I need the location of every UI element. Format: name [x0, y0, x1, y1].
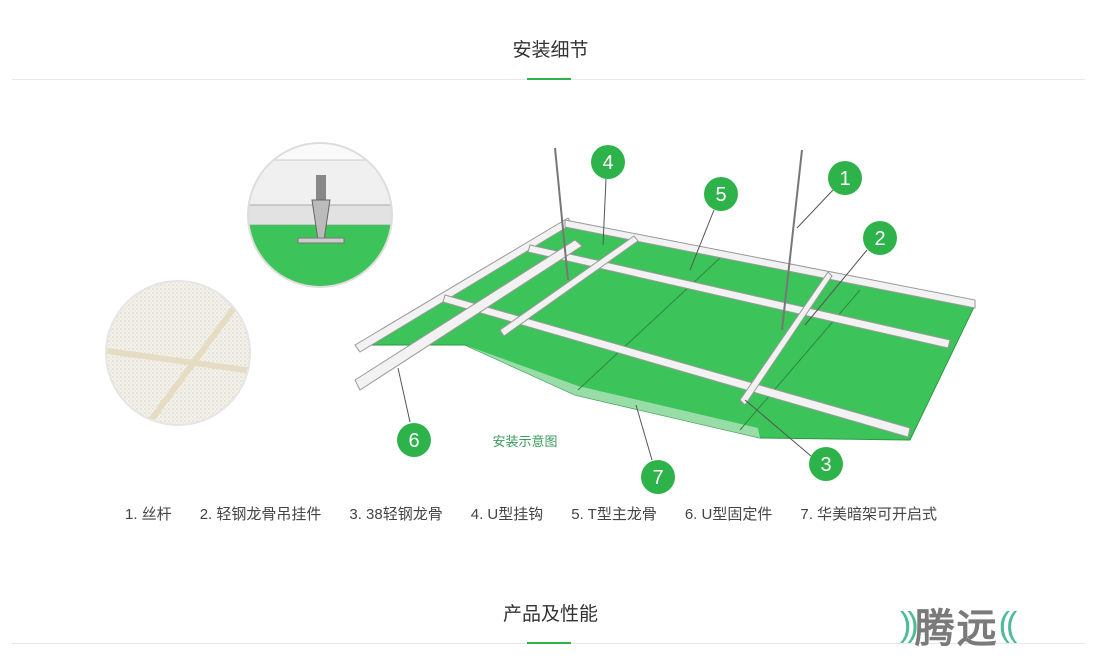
- callout-6: 6: [397, 423, 431, 457]
- section-title-performance: 产品及性能: [502, 604, 598, 625]
- svg-text:3: 3: [820, 454, 831, 476]
- svg-text:6: 6: [408, 430, 419, 452]
- svg-text:4: 4: [602, 152, 613, 174]
- callout-2: 2: [863, 221, 897, 255]
- svg-text:1: 1: [839, 168, 850, 190]
- svg-text:7: 7: [652, 467, 663, 489]
- title-underline: [527, 78, 571, 80]
- callout-7: 7: [641, 460, 675, 494]
- installation-diagram: 1 2 3 4 5 6 7 安装示意图: [105, 142, 976, 494]
- title-underline: [527, 642, 571, 644]
- legend-item: 3. 38轻钢龙骨: [349, 506, 443, 523]
- legend-item: 1. 丝杆: [125, 506, 172, 523]
- callout-5: 5: [704, 177, 738, 211]
- brand-logo: )) 腾远 ((: [900, 596, 1018, 654]
- diagram-caption: 安装示意图: [492, 434, 557, 449]
- logo-bars-left-icon: )): [900, 605, 919, 644]
- legend-item: 4. U型挂钩: [470, 506, 544, 523]
- tile-texture-inset: [106, 281, 250, 425]
- hanger-detail-inset: [248, 143, 392, 287]
- legend-item: 5. T型主龙骨: [571, 506, 657, 523]
- callout-4: 4: [591, 145, 625, 179]
- diagram-legend: 1. 丝杆 2. 轻钢龙骨吊挂件 3. 38轻钢龙骨 4. U型挂钩 5. T型…: [125, 503, 965, 524]
- svg-text:2: 2: [874, 228, 885, 250]
- callout-3: 3: [809, 447, 843, 481]
- callout-1: 1: [828, 161, 862, 195]
- svg-text:5: 5: [715, 184, 726, 206]
- legend-item: 6. U型固定件: [684, 506, 773, 523]
- legend-item: 7. 华美暗架可开启式: [800, 506, 938, 523]
- logo-text: 腾远: [914, 607, 999, 651]
- legend-item: 2. 轻钢龙骨吊挂件: [199, 506, 322, 523]
- section-title-install: 安装细节: [512, 40, 589, 61]
- logo-bars-right-icon: ((: [998, 605, 1018, 644]
